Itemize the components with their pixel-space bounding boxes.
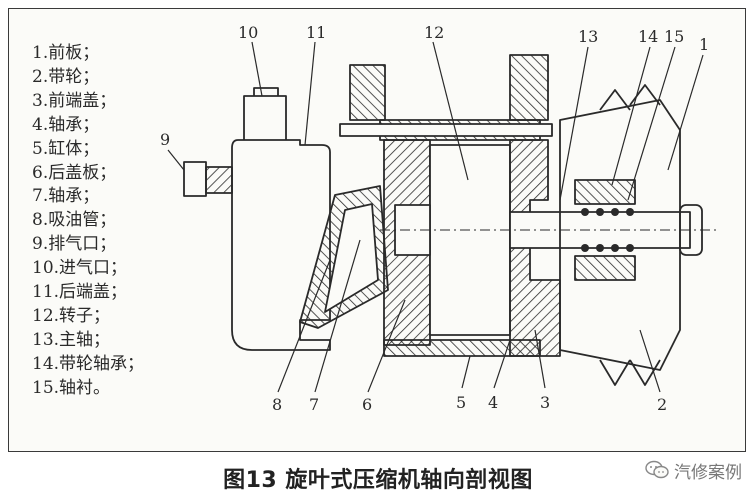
legend-item: 15.轴衬。	[32, 377, 111, 398]
figure-caption: 图13 旋叶式压缩机轴向剖视图	[223, 468, 533, 493]
mount-lug-right	[509, 54, 549, 121]
through-bolt	[339, 123, 553, 137]
intake-port-cap	[253, 87, 279, 96]
callout-11: 11	[306, 23, 326, 42]
exhaust-port	[183, 161, 207, 197]
legend-item: 3.前端盖；	[32, 90, 117, 111]
callout-7: 7	[309, 395, 319, 414]
legend-item: 11.后端盖；	[32, 282, 128, 303]
callout-3: 3	[540, 393, 550, 412]
callout-1: 1	[699, 35, 709, 54]
callout-10: 10	[238, 23, 258, 42]
exhaust-port-nut	[205, 166, 233, 194]
legend-item: 8.吸油管；	[32, 210, 117, 231]
legend-item: 4.轴承；	[32, 114, 100, 135]
rotor	[429, 144, 511, 336]
legend-item: 14.带轮轴承；	[32, 353, 145, 374]
legend-item: 5.缸体；	[32, 138, 100, 159]
rear-end-cover	[231, 139, 331, 351]
legend-item: 13.主轴；	[32, 329, 111, 350]
parts-legend: 1.前板； 2.带轮； 3.前端盖； 4.轴承； 5.缸体； 6.后盖板； 7.轴承； 8.吸…	[32, 42, 144, 401]
front-end-cover	[509, 139, 561, 357]
watermark-text: 汽修案例	[674, 462, 742, 483]
pulley-groove-3	[599, 359, 631, 386]
callout-6: 6	[362, 395, 372, 414]
callout-12: 12	[424, 23, 444, 42]
legend-item: 12.转子；	[32, 305, 111, 326]
callout-labels: 1 2 3 4 5 6 7 8 9 10 11 12 13 14 15	[160, 23, 709, 414]
legend-item: 10.进气口；	[32, 258, 128, 279]
callout-8: 8	[272, 395, 282, 414]
pulley-groove-2	[629, 84, 661, 106]
pulley-bearing-lower	[574, 255, 636, 281]
bushing-balls	[581, 208, 634, 252]
legend-item: 6.后盖板；	[32, 162, 117, 183]
pulley-bearing	[574, 179, 636, 205]
legend-item: 7.轴承；	[32, 186, 100, 207]
pulley-groove-4	[629, 359, 661, 386]
callout-2: 2	[657, 395, 667, 414]
pulley-groove-1	[599, 89, 631, 111]
legend-item: 2.带轮；	[32, 66, 100, 87]
callout-5: 5	[456, 393, 466, 412]
legend-item: 1.前板；	[32, 43, 100, 63]
pulley	[559, 99, 681, 371]
callout-9: 9	[160, 130, 170, 149]
mount-lug-left	[349, 64, 386, 121]
legend-item: 9.排气口；	[32, 234, 117, 255]
intake-port	[243, 95, 287, 140]
callout-4: 4	[488, 393, 498, 412]
wechat-icon	[645, 460, 669, 479]
leader-lines	[167, 41, 704, 393]
callout-15: 15	[664, 27, 684, 46]
callout-14: 14	[638, 27, 658, 46]
watermark: 汽修案例	[645, 457, 742, 483]
callout-13: 13	[578, 27, 598, 46]
